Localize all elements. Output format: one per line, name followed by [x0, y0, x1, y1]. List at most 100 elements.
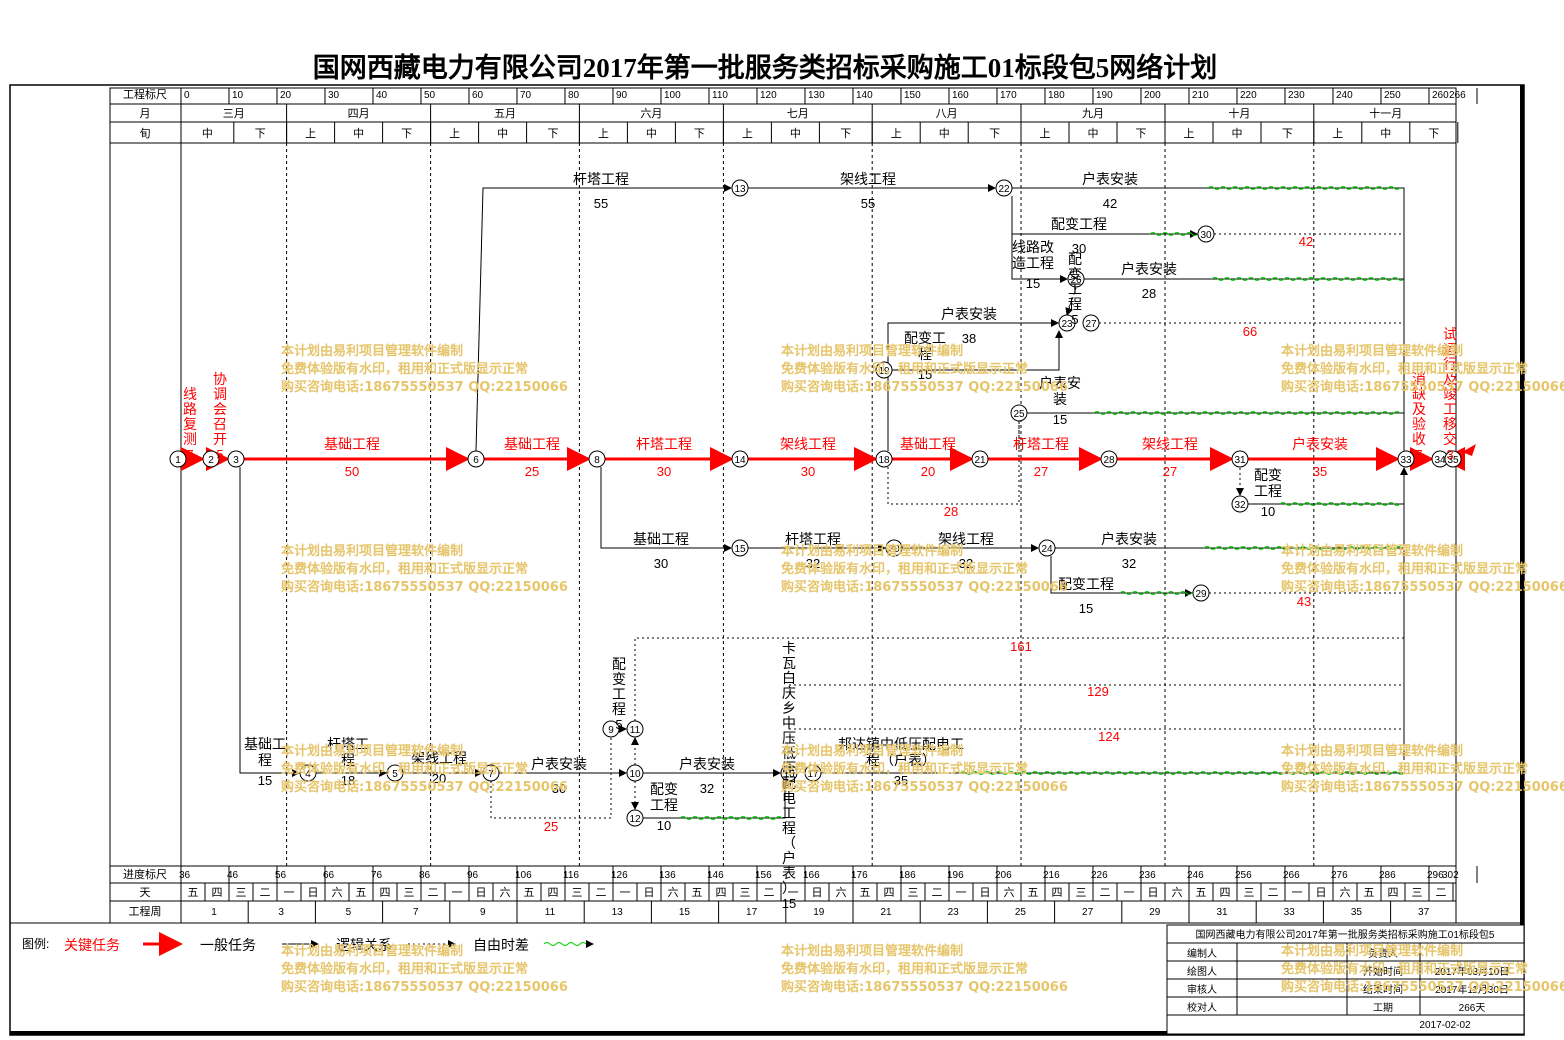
task-name: 户表安: [1039, 375, 1081, 391]
node-label: 1: [175, 455, 181, 466]
float-value: 25: [544, 819, 558, 834]
month-cell: 六月: [640, 107, 662, 120]
week-cell: 19: [813, 907, 825, 918]
task-char: 户: [782, 850, 796, 866]
node-label: 10: [629, 769, 641, 780]
day-cell: 二: [1268, 887, 1279, 899]
ruler-tick: 120: [760, 90, 777, 101]
critical-task-char: 协: [213, 371, 227, 387]
ruler-tick: 140: [856, 90, 873, 101]
node-label: 5: [392, 769, 398, 780]
node: 14: [731, 450, 749, 468]
task-duration: 10: [657, 818, 671, 833]
node-label: 2: [208, 455, 214, 466]
node-circle: [731, 450, 749, 468]
task-char: 白: [782, 670, 796, 686]
task-name: 杆塔工程: [785, 531, 841, 547]
week-cell: 17: [746, 907, 758, 918]
task-duration: 32: [959, 556, 973, 571]
task-name: 造工程: [1012, 255, 1054, 271]
watermark-line: 免费体验版有水印，租用和正式版显示正常: [1281, 562, 1529, 577]
task-duration: 10: [1261, 504, 1275, 519]
ruler-label: 工程标尺: [123, 87, 167, 101]
xun-cell: 中: [939, 127, 950, 140]
progress-tick: 302: [1442, 870, 1459, 881]
day-cell: 五: [1196, 887, 1207, 899]
watermark: 本计划由易利项目管理软件编制免费体验版有水印，租用和正式版显示正常购买咨询电话:…: [1281, 943, 1564, 997]
xun-cell: 上: [1332, 127, 1343, 140]
node-circle: [1067, 270, 1085, 288]
info-start-label: 开始时间: [1363, 965, 1403, 978]
link: [1050, 556, 1193, 597]
ruler-tick: 220: [1240, 90, 1257, 101]
node-label: 18: [878, 455, 890, 466]
day-cell: 二: [596, 887, 607, 899]
ruler-tick: 110: [712, 90, 728, 101]
xun-cell: 中: [1232, 127, 1243, 140]
link: [643, 781, 786, 819]
xun-cell: 中: [202, 127, 213, 140]
node: 11: [626, 720, 644, 738]
xun-cell: 下: [1136, 128, 1147, 140]
critical-task-name: 架线工程: [1142, 436, 1198, 452]
ruler-tick: 70: [520, 90, 532, 101]
node: 16: [780, 764, 798, 782]
info-end-label: 结束时间: [1363, 983, 1403, 996]
day-cell: 六: [332, 886, 343, 899]
task-duration: 32: [1122, 556, 1136, 571]
day-cell: 三: [1412, 887, 1423, 899]
float-wave: [1211, 277, 1405, 281]
task-duration: 55: [594, 196, 608, 211]
node-circle: [731, 539, 749, 557]
node-label: 33: [1400, 455, 1412, 466]
day-cell: 三: [1244, 887, 1255, 899]
info-checker: 校对人: [1187, 1001, 1217, 1014]
critical-task-name: 基础工程: [900, 436, 956, 452]
task-duration: 15: [258, 773, 272, 788]
day-cell: 四: [380, 887, 391, 899]
info-period: 266天: [1459, 1003, 1486, 1014]
watermark-line: 本计划由易利项目管理软件编制: [1281, 344, 1464, 359]
day-cell: 日: [476, 887, 487, 899]
task-char: 庆: [782, 685, 796, 701]
watermark-line: 本计划由易利项目管理软件编制: [1281, 744, 1464, 759]
progress-tick: 56: [275, 870, 287, 881]
day-cell: 五: [524, 887, 535, 899]
task-duration: 30: [1072, 241, 1086, 256]
week-cell: 7: [413, 907, 419, 918]
progress-tick: 156: [755, 870, 772, 881]
watermark-line: 本计划由易利项目管理软件编制: [281, 544, 464, 559]
day-cell: 四: [1388, 887, 1399, 899]
legend-label: 图例:: [22, 937, 49, 951]
node: 31: [1231, 450, 1249, 468]
watermark-line: 免费体验版有水印，租用和正式版显示正常: [281, 762, 529, 777]
day-cell: 三: [1076, 887, 1087, 899]
ruler-tick: 240: [1336, 90, 1353, 101]
ruler-tick: 190: [1096, 90, 1113, 101]
critical-task-duration: 25: [525, 464, 539, 479]
node: 1: [169, 450, 187, 468]
week-label: 工程周: [129, 905, 162, 918]
day-cell: 二: [1100, 887, 1111, 899]
watermark-line: 本计划由易利项目管理软件编制: [281, 944, 464, 959]
task-duration: 18: [341, 773, 355, 788]
month-cell: 八月: [936, 108, 958, 120]
ruler-tick: 230: [1288, 90, 1305, 101]
task-duration: 5: [615, 717, 622, 732]
critical-task-name: 杆塔工程: [636, 436, 692, 452]
watermark-line: 购买咨询电话:18675550537 QQ:22150066: [1281, 580, 1564, 595]
day-cell: 六: [668, 886, 679, 899]
watermark: 本计划由易利项目管理软件编制免费体验版有水印，租用和正式版显示正常购买咨询电话:…: [1281, 543, 1564, 597]
node-circle: [1038, 539, 1056, 557]
xun-cell: 中: [1380, 127, 1391, 140]
week-cell: 25: [1015, 907, 1027, 918]
day-cell: 一: [452, 887, 463, 899]
node-circle: [202, 450, 220, 468]
node-label: 23: [1061, 319, 1073, 330]
xun-cell: 下: [989, 128, 1000, 140]
day-cell: 五: [188, 887, 199, 899]
info-end: 2017年11月30日: [1435, 983, 1509, 996]
task-name: 架线工程: [938, 531, 994, 547]
task-name: 户表安装: [1082, 171, 1138, 187]
